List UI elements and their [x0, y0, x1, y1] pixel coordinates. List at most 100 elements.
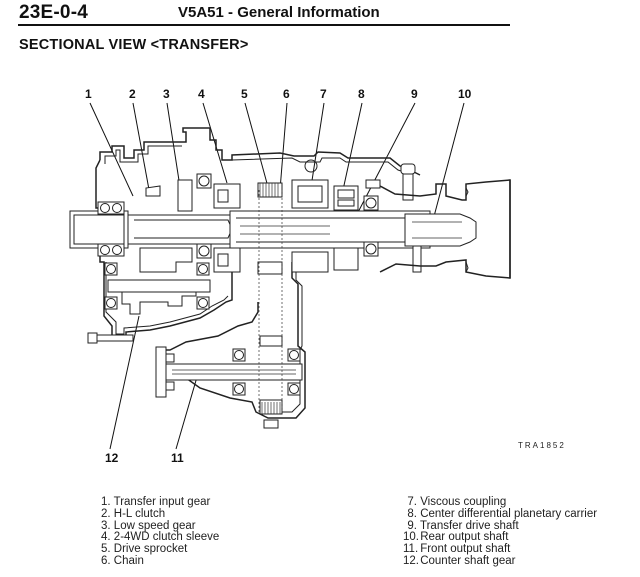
- callout-4: 4: [198, 87, 205, 101]
- bearing-input-lower: [97, 243, 125, 257]
- legend-label: Counter shaft gear: [420, 554, 516, 567]
- front-output: [155, 335, 303, 429]
- legend-num: 4.: [101, 531, 111, 544]
- bearing-rear-upper: [363, 195, 379, 211]
- leader-10: [431, 102, 465, 225]
- callout-11: 11: [171, 451, 184, 465]
- legend-label: Rear output shaft: [420, 531, 509, 544]
- rear-extension: [379, 179, 511, 279]
- header-title: V5A51 - General Information: [178, 4, 380, 21]
- front-seal-upper: [165, 353, 175, 363]
- transfer-housing: [87, 127, 421, 419]
- legend-item: 3. Low speed gear: [101, 519, 219, 533]
- viscous-plug: [304, 159, 318, 173]
- legend-num: 12.: [403, 554, 419, 567]
- front-flange: [155, 346, 167, 398]
- callout-2: 2: [129, 87, 136, 101]
- legend-item: 1. Transfer input gear: [101, 496, 219, 509]
- legend-item: 9. Transfer drive shaft: [403, 519, 597, 533]
- bearing-counter-right-upper: [196, 262, 210, 276]
- callout-6: 6: [283, 87, 290, 101]
- bearing-counter-right-lower: [196, 296, 210, 310]
- legend-label: 2-4WD clutch sleeve: [113, 531, 220, 544]
- leader-3: [166, 102, 181, 188]
- legend-label: Transfer input gear: [113, 496, 211, 508]
- legend-item: 5. Drive sprocket: [101, 543, 219, 556]
- mounting-bolt-shank: [96, 334, 134, 342]
- bearing-low-upper: [196, 173, 212, 189]
- main-shaft-gears: [139, 159, 422, 275]
- legend-item: 11. Front output shaft: [403, 543, 597, 556]
- legend-item: 7. Viscous coupling: [403, 496, 597, 509]
- breather-cap: [400, 163, 416, 175]
- callout-labels: 1 2 3 4 5 6 7 8 9 10 11 12: [85, 87, 472, 465]
- leader-6: [279, 102, 288, 191]
- legend-num: 2.: [101, 507, 111, 520]
- counter-shaft: [107, 279, 211, 315]
- callout-5: 5: [241, 87, 248, 101]
- legend-num: 6.: [101, 554, 111, 567]
- rear-bolt: [365, 179, 381, 189]
- viscous-coupling-lower: [291, 251, 329, 273]
- section-title: SECTIONAL VIEW <TRANSFER>: [19, 37, 249, 53]
- leader-lines: [89, 102, 465, 450]
- legend-item: 4. 2-4WD clutch sleeve: [101, 531, 220, 544]
- hl-clutch-upper: [145, 185, 161, 197]
- rear-output-shaft: [404, 213, 477, 247]
- leader-12: [109, 315, 140, 450]
- low-speed-gear-lower: [139, 247, 193, 273]
- drain-plug: [263, 419, 279, 429]
- front-seal-lower: [165, 381, 175, 391]
- speedometer-drive: [412, 245, 422, 273]
- legend-label: H-L clutch: [113, 507, 166, 520]
- bearing-front-left-lower: [232, 382, 246, 396]
- bearing-low-lower: [196, 243, 212, 259]
- legend-num: 7.: [407, 496, 417, 508]
- bearing-input-upper: [97, 201, 125, 215]
- front-output-shaft: [165, 363, 303, 381]
- leader-2: [132, 102, 151, 196]
- legend-label: Center differential planetary carrier: [420, 507, 598, 520]
- callout-12: 12: [105, 451, 119, 465]
- legend-right: 7. Viscous coupling 8. Center differenti…: [403, 496, 598, 568]
- leader-11: [175, 376, 198, 450]
- leader-7: [310, 102, 325, 188]
- low-speed-gear-upper: [177, 179, 193, 212]
- legend-num: 1.: [101, 496, 111, 508]
- leader-8: [342, 102, 363, 191]
- legend-item: 2. H-L clutch: [101, 507, 219, 521]
- bearings: [97, 173, 379, 396]
- drive-sprocket-upper: [257, 182, 283, 198]
- bearing-counter-left-upper: [104, 262, 118, 276]
- planetary-carrier-lower: [333, 247, 359, 271]
- legend-item: 12. Counter shaft gear: [403, 554, 597, 568]
- callout-7: 7: [320, 87, 327, 101]
- leader-4: [202, 102, 228, 184]
- legend-item: 8. Center differential planetary carrier: [403, 507, 598, 521]
- counter-shaft-gear: [121, 291, 197, 315]
- bearing-rear-lower: [363, 241, 379, 257]
- legend-num: 3.: [101, 519, 111, 532]
- bearing-front-right-upper: [287, 348, 301, 362]
- counter-shaft-body: [107, 279, 211, 293]
- bearing-front-right-lower: [287, 382, 301, 396]
- legend-num: 11.: [403, 543, 419, 556]
- main-shaft: [69, 210, 477, 249]
- drive-sprocket-lower: [257, 261, 283, 275]
- callout-10: 10: [458, 87, 472, 101]
- callout-9: 9: [411, 87, 418, 101]
- header-rule: [18, 24, 510, 26]
- input-gear-hub: [69, 210, 129, 249]
- legend-label: Drive sprocket: [113, 543, 188, 556]
- legend-num: 10.: [403, 531, 419, 544]
- leader-5: [244, 102, 269, 188]
- mounting-bolt-head: [87, 332, 98, 344]
- figure-code: TRA1852: [518, 441, 566, 450]
- legend-item: 10. Rear output shaft: [403, 531, 597, 544]
- legend-num: 9.: [407, 519, 417, 532]
- callout-8: 8: [358, 87, 365, 101]
- legend-label: Low speed gear: [113, 519, 196, 532]
- driven-sprocket-hub: [259, 335, 283, 347]
- legend-left: 1. Transfer input gear 2. H-L clutch 3. …: [101, 496, 220, 568]
